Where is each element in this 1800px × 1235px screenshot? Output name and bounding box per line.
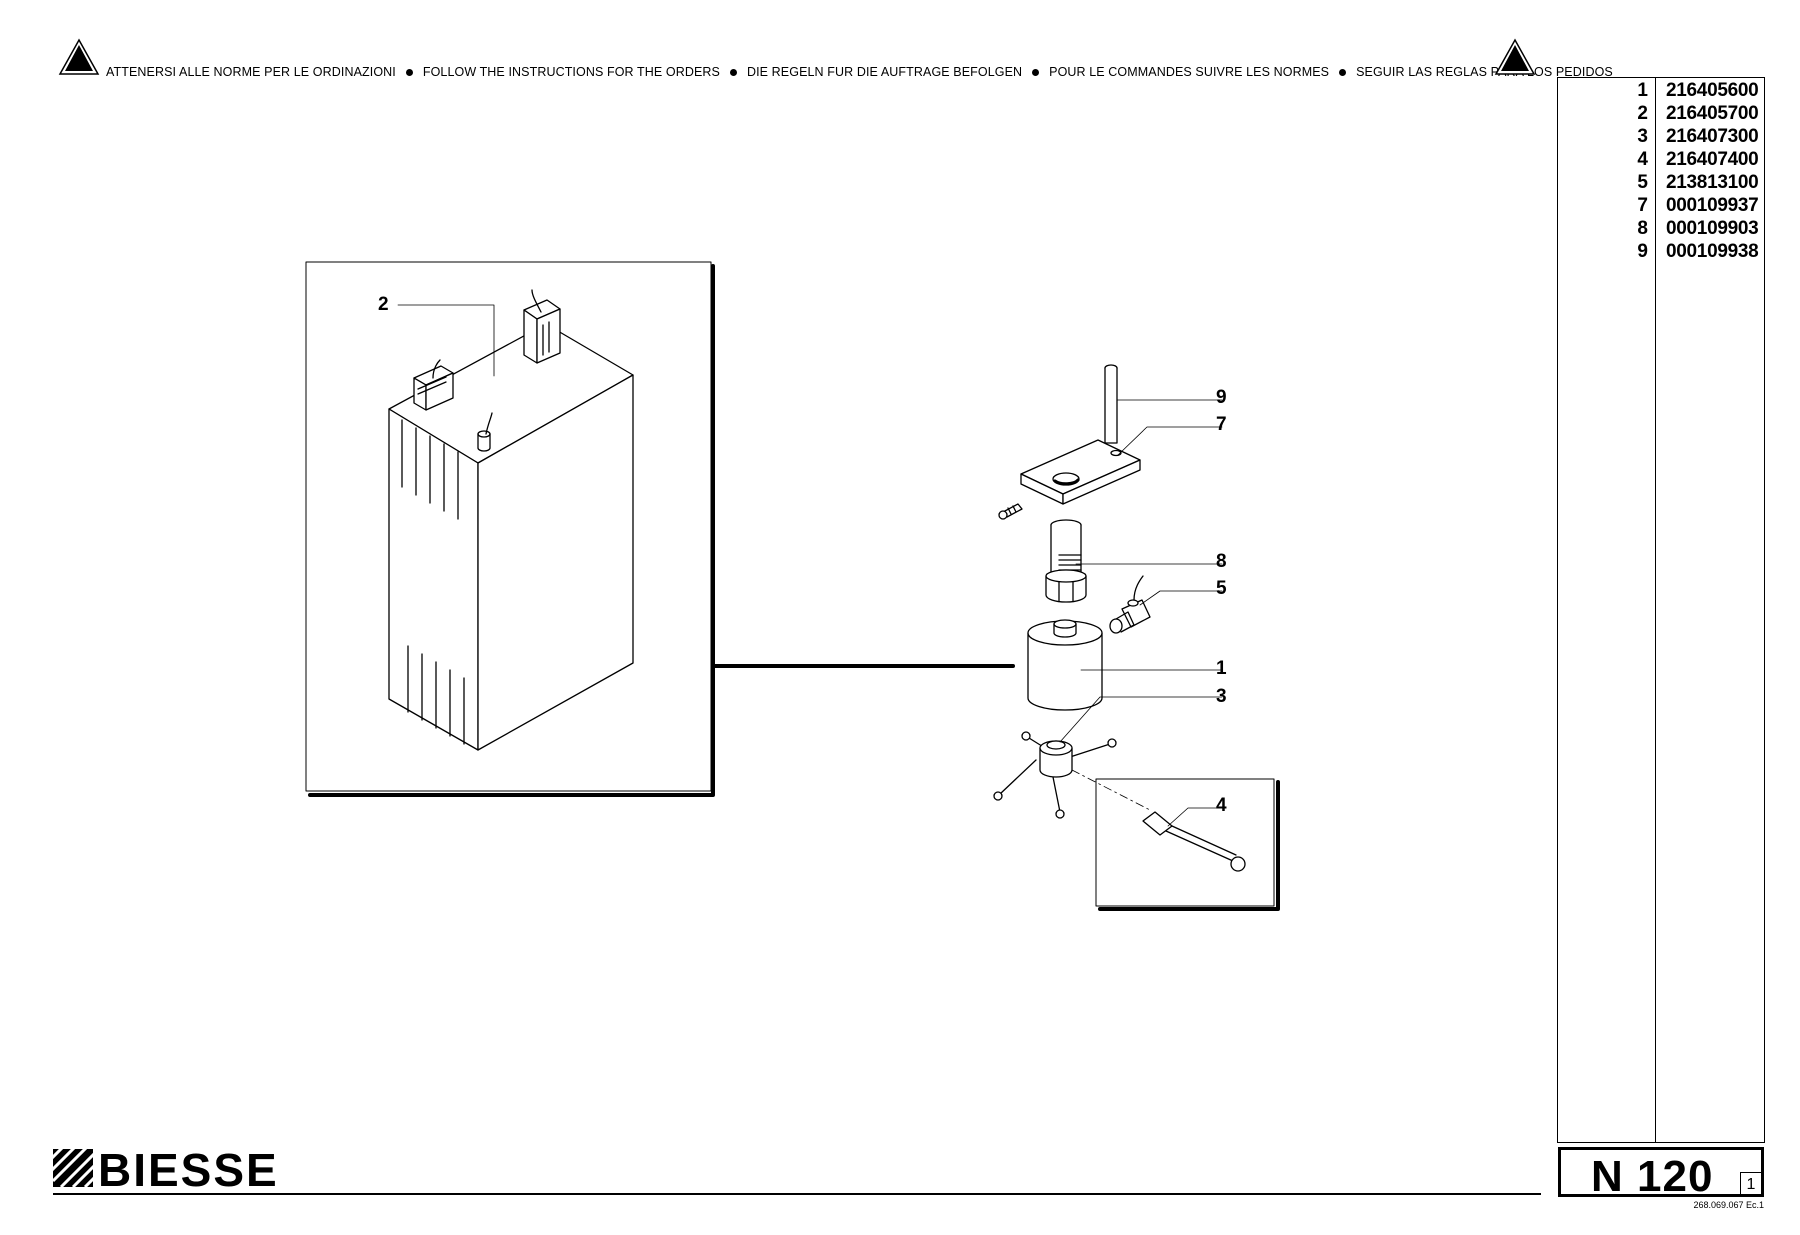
plate-part-7: [998, 426, 1223, 520]
order-instructions-header: ATTENERSI ALLE NORME PER LE ORDINAZIONI F…: [58, 38, 1613, 82]
part-code: 216405600: [1666, 80, 1759, 101]
table-row: 9 000109938: [1558, 241, 1766, 264]
table-row: 7 000109937: [1558, 195, 1766, 218]
table-row: 5 213813100: [1558, 172, 1766, 195]
warning-triangle-icon: [58, 38, 100, 75]
callout-2: 2: [378, 294, 389, 315]
notice-en: FOLLOW THE INSTRUCTIONS FOR THE ORDERS: [422, 65, 720, 79]
notice-es: SEGUIR LAS REGLAS PARA LOS PEDIDOS: [1356, 65, 1613, 79]
callout-8: 8: [1216, 551, 1227, 572]
part-code: 213813100: [1666, 172, 1759, 193]
sheet-number: 1: [1740, 1172, 1761, 1197]
part-number: 7: [1637, 195, 1648, 216]
part-code: 216407400: [1666, 149, 1759, 170]
warning-triangle-icon: [1494, 38, 1536, 75]
callout-9: 9: [1216, 387, 1227, 408]
table-row: 3 216407300: [1558, 126, 1766, 149]
threaded-tube-part-8: [1045, 519, 1223, 603]
part-number: 3: [1637, 126, 1648, 147]
battery-box-part-2: [388, 289, 634, 751]
bullet-icon: [729, 68, 737, 76]
part-code: 000109938: [1666, 241, 1759, 262]
callout-3: 3: [1216, 686, 1227, 707]
part-code: 000109937: [1666, 195, 1759, 216]
order-instructions-text: ATTENERSI ALLE NORME PER LE ORDINAZIONI F…: [106, 65, 1613, 79]
notice-fr: POUR LE COMMANDES SUIVRE LES NORMES: [1049, 65, 1330, 79]
title-block: N 120 1: [1558, 1147, 1764, 1201]
part-number: 2: [1637, 103, 1648, 124]
notice-de: DIE REGELN FUR DIE AUFTRAGE BEFOLGEN: [746, 65, 1023, 79]
part-number: 9: [1637, 241, 1648, 262]
detail-frame-right: [1095, 778, 1275, 907]
biesse-stripes-icon: [53, 1149, 95, 1187]
callout-4: 4: [1216, 795, 1227, 816]
table-row: 2 216405700: [1558, 103, 1766, 126]
exploded-parts-drawing: [305, 261, 1280, 911]
part-number: 4: [1637, 149, 1648, 170]
star-handle-part-3: [993, 696, 1223, 819]
cylinder-part-1: [1027, 619, 1223, 711]
callout-7: 7: [1216, 414, 1227, 435]
table-divider: [1655, 78, 1656, 1142]
callout-5: 5: [1216, 578, 1227, 599]
brand-name: BIESSE: [98, 1144, 279, 1196]
part-number: 8: [1637, 218, 1648, 239]
part-number: 1: [1637, 80, 1648, 101]
document-number: 268.069.067 Ec.1: [1693, 1200, 1764, 1210]
callout-1: 1: [1216, 658, 1227, 679]
elbow-connector-part-5: [1109, 575, 1223, 634]
bullet-icon: [405, 68, 413, 76]
table-row: 1 216405600: [1558, 80, 1766, 103]
rod-part-9: [1104, 364, 1223, 444]
bullet-icon: [1339, 68, 1347, 76]
bullet-icon: [1032, 68, 1040, 76]
lever-part-4: [1142, 807, 1246, 872]
parts-list-table: 1 216405600 2 216405700 3 216407300 4 216407…: [1557, 77, 1765, 1143]
part-code: 000109903: [1666, 218, 1759, 239]
footer-rule: [53, 1193, 1541, 1195]
page-title: N 120: [1591, 1152, 1714, 1201]
notice-it: ATTENERSI ALLE NORME PER LE ORDINAZIONI: [106, 65, 396, 79]
table-row: 8 000109903: [1558, 218, 1766, 241]
part-code: 216405700: [1666, 103, 1759, 124]
part-code: 216407300: [1666, 126, 1759, 147]
part-number: 5: [1637, 172, 1648, 193]
table-row: 4 216407400: [1558, 149, 1766, 172]
